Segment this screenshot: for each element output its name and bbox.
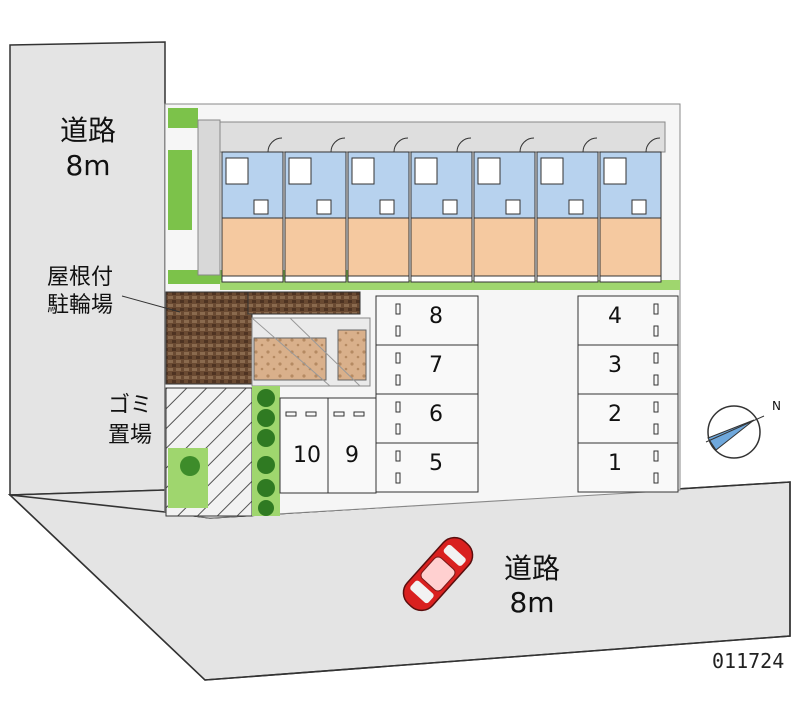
compass-icon: N [705,399,781,459]
road-west-width: 8m [65,149,110,182]
property-code: 011724 [712,649,784,673]
wheel-stop [653,374,659,386]
wheel-stop [395,352,401,364]
courtyard-line [289,317,361,387]
parking-stall-number: 9 [345,443,359,468]
garbage-label-1: ゴミ [108,393,152,418]
greenery-west-1 [168,150,192,230]
wheel-stop [353,411,365,417]
parking-stall-number: 6 [429,402,443,427]
wheel-stop [305,411,317,417]
courtyard-deck [253,337,327,381]
wheel-stop [653,472,659,484]
wheel-stop [653,325,659,337]
wheel-stop [395,472,401,484]
parking-stall-number: 10 [293,443,321,468]
road-south-width: 8m [509,586,554,619]
parking-stall [279,397,329,494]
road-west-name: 道路 [60,114,116,147]
wheel-stop [395,325,401,337]
parking-stall-number: 2 [608,402,622,427]
road-south [8,481,791,681]
corridor [219,121,666,153]
apartment-units [221,137,662,283]
car-icon [402,536,474,612]
courtyard-line [251,317,331,387]
wheel-stop [333,411,345,417]
wheel-stop [653,401,659,413]
apartment-unit [284,137,347,283]
greenery-row [220,280,680,290]
parking-stall-number: 5 [429,451,443,476]
wheel-stop [285,411,297,417]
bicycle-parking-ext [247,291,361,315]
apartment-unit [410,137,473,283]
parking-stall-number: 1 [608,451,622,476]
wheel-stop [653,352,659,364]
wheel-stop [395,450,401,462]
leader-line [121,295,181,313]
wheel-stop [395,303,401,315]
shrub-icon [180,456,200,476]
parking-stall-number: 4 [608,304,622,329]
wheel-stop [395,374,401,386]
parking-stall-number: 7 [429,353,443,378]
courtyard-deck-2 [337,329,367,381]
parking-stall-number: 3 [608,353,622,378]
greenery-north [168,108,198,128]
apartment-unit [347,137,410,283]
wheel-stop [395,401,401,413]
apartment-unit [599,137,662,283]
wheel-stop [653,450,659,462]
parking-stall-number: 8 [429,304,443,329]
shrub-column [252,386,280,516]
apartment-unit [473,137,536,283]
parking-stall [375,295,479,346]
road-south-name: 道路 [504,552,560,585]
bicycle-parking-label-2: 駐輪場 [47,293,113,318]
apartment-unit [536,137,599,283]
compass-label: N [772,399,781,413]
bicycle-parking-label-1: 屋根付 [47,265,113,290]
parking-stall [577,295,679,346]
wheel-stop [653,423,659,435]
wheel-stop [395,423,401,435]
bicycle-parking [165,291,253,385]
walkway [197,119,221,276]
garbage-label-2: 置場 [108,423,152,448]
parking-stalls: 1 2 3 4 5 6 7 8 9 10 [279,295,679,494]
wheel-stop [653,303,659,315]
apartment-unit [221,137,284,283]
